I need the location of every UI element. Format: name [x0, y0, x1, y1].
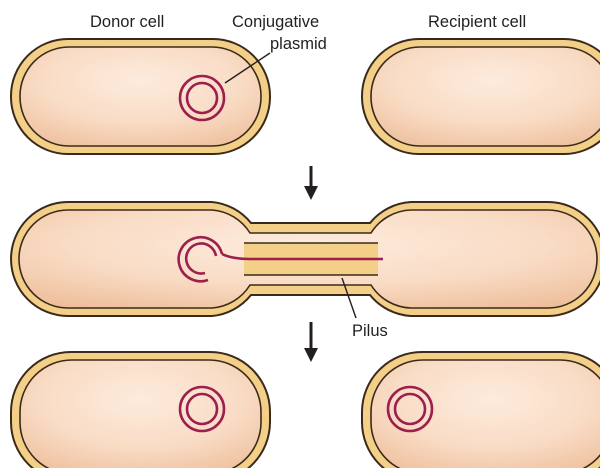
donor-cell-top	[11, 39, 270, 154]
donor-cell-bottom	[11, 352, 270, 468]
recipient-cell-top	[362, 39, 600, 154]
pilus-label: Pilus	[352, 322, 388, 340]
conjugative-plasmid-label-line2: plasmid	[270, 35, 327, 53]
recipient-cell-label: Recipient cell	[428, 13, 526, 31]
arrow-down-1	[304, 166, 318, 200]
arrow-down-2	[304, 322, 318, 362]
donor-cell-label: Donor cell	[90, 13, 164, 31]
recipient-cell-bottom	[362, 352, 600, 468]
conjugative-plasmid-label-line1: Conjugative	[232, 13, 319, 31]
